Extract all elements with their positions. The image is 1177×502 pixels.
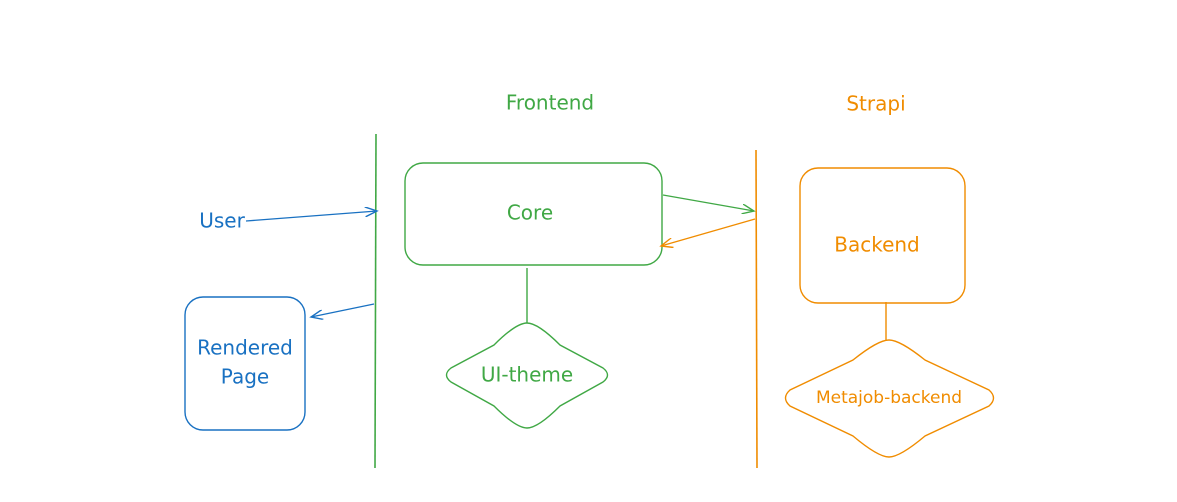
rendered-page-label-line2: Page <box>221 365 269 389</box>
strapi-header: Strapi <box>846 92 905 116</box>
user-to-frontend-arrow <box>245 211 377 222</box>
backend-box <box>799 167 966 304</box>
backend-label: Backend <box>834 233 920 257</box>
metajob-backend-label: Metajob-backend <box>816 388 962 408</box>
ui-theme-label: UI-theme <box>481 363 573 387</box>
rendered-page-label-line1: Rendered <box>197 336 293 360</box>
rendered-page-box <box>184 296 306 431</box>
strapi-to-core-arrow <box>661 218 756 246</box>
ui-theme-diamond <box>445 322 609 429</box>
frontend-to-rendered-page-arrow <box>311 303 375 317</box>
user-label: User <box>199 209 245 233</box>
core-label: Core <box>507 201 553 225</box>
metajob-backend-diamond <box>784 339 995 458</box>
frontend-boundary-line <box>374 133 377 469</box>
strapi-boundary-line <box>755 149 758 469</box>
frontend-header: Frontend <box>506 91 594 115</box>
core-to-strapi-arrow <box>662 194 754 211</box>
core-box <box>404 162 663 266</box>
